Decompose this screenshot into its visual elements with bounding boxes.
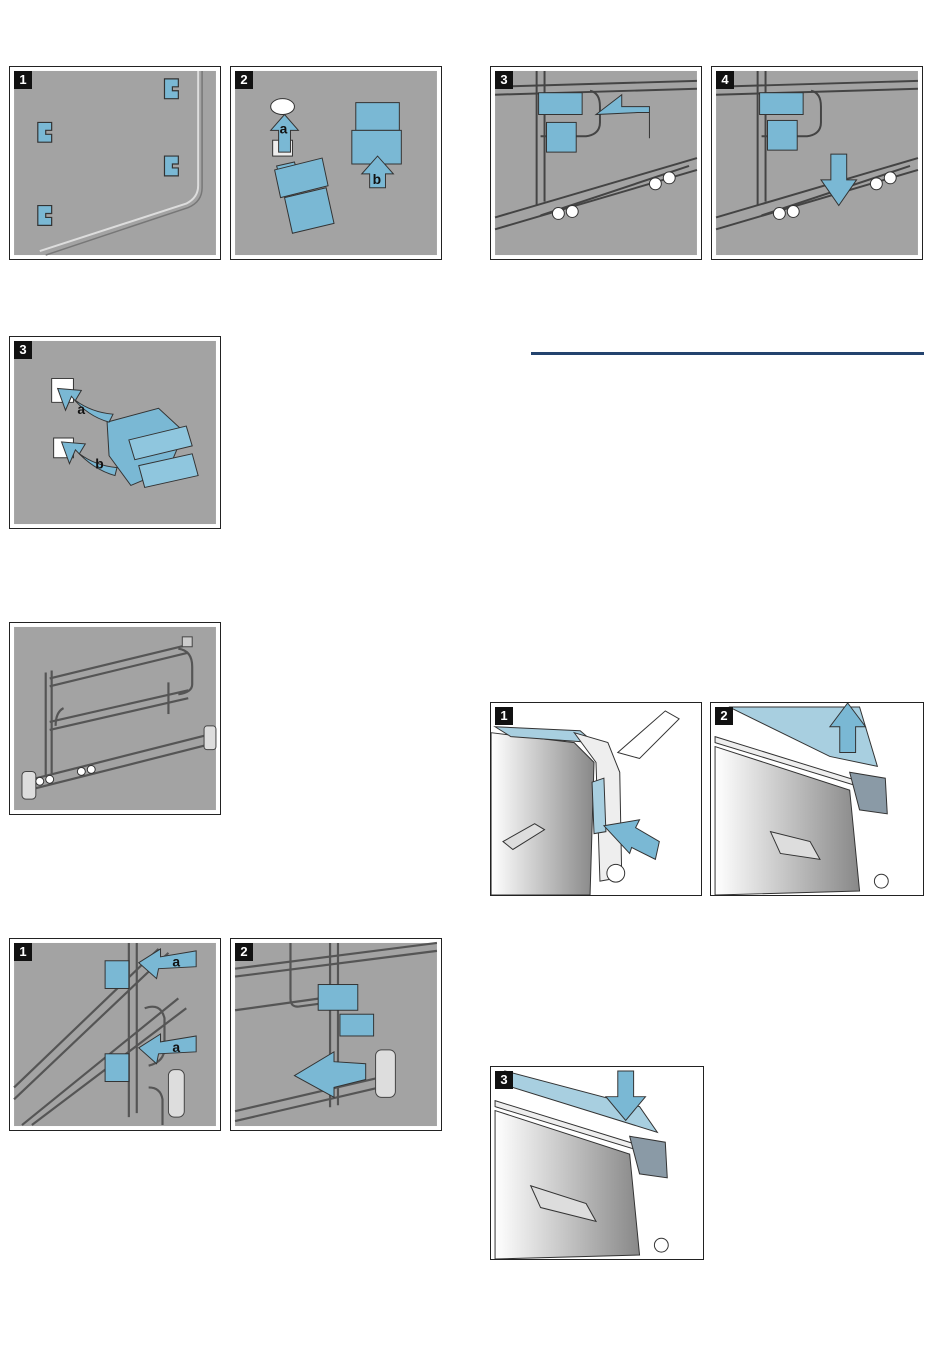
illustration bbox=[491, 703, 701, 895]
label-a: a bbox=[77, 401, 85, 417]
figure-step-2-pull-rack: 2 bbox=[230, 938, 442, 1131]
figure-step-1-release-clips: a a 1 bbox=[9, 938, 221, 1131]
label-b: b bbox=[95, 456, 103, 472]
step-badge: 2 bbox=[235, 71, 253, 89]
illustration bbox=[10, 67, 220, 259]
step-badge: 2 bbox=[715, 707, 733, 725]
step-badge: 4 bbox=[716, 71, 734, 89]
figure-step-2-clip-parts: a b 2 bbox=[230, 66, 442, 260]
section-rule bbox=[531, 352, 924, 355]
figure-door-step-3: 3 bbox=[490, 1066, 704, 1260]
illustration bbox=[10, 623, 220, 814]
label-a-1: a bbox=[172, 954, 180, 970]
step-badge: 1 bbox=[495, 707, 513, 725]
figure-step-3-attach-rail: 3 bbox=[490, 66, 702, 260]
label-b: b bbox=[373, 171, 381, 187]
figure-step-1-clip-holes: 1 bbox=[9, 66, 221, 260]
step-badge: 3 bbox=[14, 341, 32, 359]
label-a: a bbox=[280, 120, 288, 136]
figure-door-step-2: 2 bbox=[710, 702, 924, 896]
step-badge: 1 bbox=[14, 71, 32, 89]
label-a-2: a bbox=[172, 1039, 180, 1055]
illustration: a b bbox=[10, 337, 220, 528]
illustration bbox=[231, 939, 441, 1130]
illustration bbox=[491, 67, 701, 259]
figure-pull-out-rail bbox=[9, 622, 221, 815]
step-badge: 1 bbox=[14, 943, 32, 961]
illustration bbox=[711, 703, 923, 895]
illustration bbox=[491, 1067, 703, 1259]
illustration: a a bbox=[10, 939, 220, 1130]
step-badge: 2 bbox=[235, 943, 253, 961]
figure-step-3-insert-clip: a b 3 bbox=[9, 336, 221, 529]
step-badge: 3 bbox=[495, 1071, 513, 1089]
step-badge: 3 bbox=[495, 71, 513, 89]
figure-door-step-1: 1 bbox=[490, 702, 702, 896]
figure-step-4-press-rail: 4 bbox=[711, 66, 923, 260]
illustration: a b bbox=[231, 67, 441, 259]
illustration bbox=[712, 67, 922, 259]
